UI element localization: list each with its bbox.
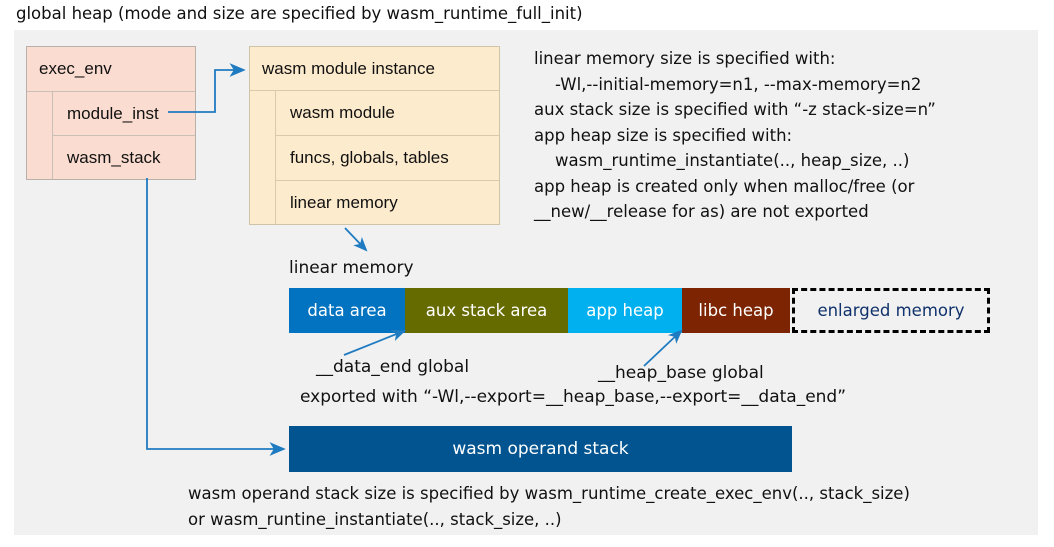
exec-env-row-wasm-stack: wasm_stack	[67, 147, 161, 167]
module-instance-row-linear-memory: linear memory	[290, 192, 398, 212]
module-instance-gutter-3	[250, 181, 276, 224]
page-title: global heap (mode and size are specified…	[16, 4, 583, 23]
linear-memory-label: linear memory	[289, 258, 414, 278]
exec-env-gutter-1	[27, 92, 53, 136]
exec-env-header: exec_env	[27, 47, 195, 92]
linear-memory-notes: linear memory size is specified with: -W…	[534, 49, 936, 221]
module-instance-gutter-2	[250, 136, 276, 181]
data-end-annotation: __data_end global	[316, 357, 470, 377]
exported-annotation: exported with “-Wl,--export=__heap_base,…	[300, 387, 847, 407]
wasm-operand-stack-bar: wasm operand stack	[289, 426, 792, 472]
exec-env-box: exec_env module_inst wasm_stack	[26, 46, 196, 180]
memory-segment-enlarged-memory: enlarged memory	[792, 288, 990, 333]
module-instance-row-funcs-globals-tables: funcs, globals, tables	[276, 136, 499, 181]
exec-env-gutter-2	[27, 136, 53, 179]
memory-segment-aux-stack-area: aux stack area	[405, 288, 568, 333]
heap-base-annotation: __heap_base global	[598, 363, 764, 383]
memory-segment-data-area: data area	[289, 288, 405, 333]
module-instance-header: wasm module instance	[250, 47, 499, 91]
operand-stack-notes: wasm operand stack size is specified by …	[188, 484, 910, 529]
memory-segment-app-heap: app heap	[568, 288, 682, 333]
exec-env-row-module-inst: module_inst	[53, 92, 195, 136]
module-instance-gutter-1	[250, 91, 276, 136]
wasm-module-instance-box: wasm module instance wasm module funcs, …	[249, 46, 500, 225]
module-instance-row-wasm-module: wasm module	[276, 91, 499, 136]
memory-segment-libc-heap: libc heap	[682, 288, 790, 333]
